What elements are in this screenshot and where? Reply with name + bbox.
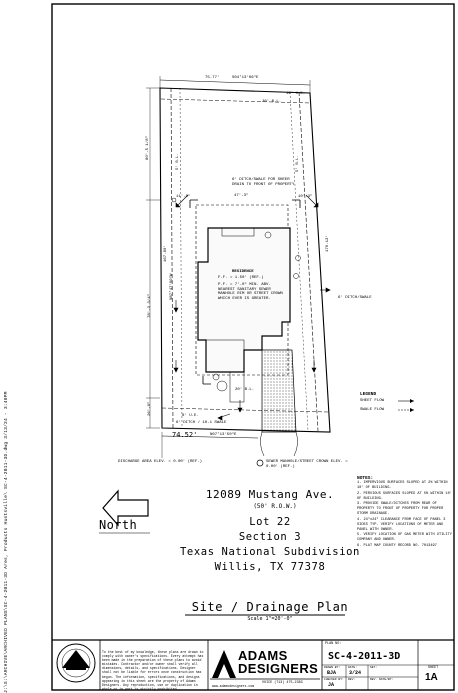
company-name: ADAMS DESIGNERS [238, 649, 318, 675]
label-discharge: DISCHARGE AREA ELEV. = 0.00' (REF.) [118, 460, 203, 464]
dim-width-house: 47'-3" [234, 194, 249, 198]
dim-left-depth: 167.80' [164, 245, 168, 262]
dim-bottom-width: 74.52' [172, 431, 198, 439]
company-line-2: DESIGNERS [238, 661, 319, 676]
legend-title: LEGEND [360, 392, 377, 397]
date-value: 3/24 [349, 670, 362, 676]
date-label: DATE: [348, 666, 358, 669]
company-seal-icon [56, 643, 96, 683]
plan-number: SC-4-2011-3D [328, 651, 401, 662]
property-boundary [159, 87, 331, 433]
set-label: SET: [370, 666, 378, 669]
page-title: Site / Drainage Plan [191, 600, 349, 614]
section-number: Section 3 [238, 531, 302, 543]
dim-right-setback: 10'-3" [298, 195, 313, 199]
rev-label: REV: [348, 678, 356, 681]
label-manhole: SEWER MANHOLE/STREET CROWN ELEV. = 0.00'… [266, 460, 348, 469]
adams-designers-logo-icon [210, 650, 320, 680]
notes-block: NOTES: 1. IMPERVIOUS SURFACES SLOPED AT … [357, 476, 452, 549]
dim-right-depth: 170.13' [326, 235, 330, 252]
right-of-way: (50' R.O.W.) [253, 503, 297, 510]
company-web: www.adamsdesigners.com [212, 684, 255, 688]
street-address: 12089 Mustang Ave. [205, 488, 335, 501]
rev-date-label: REV. DATE/BY: [370, 678, 394, 681]
label-ue-left: 8' U.E. [182, 414, 199, 418]
notes-title: NOTES: [357, 476, 374, 481]
label-ff: F.F. = 1.50' (REF.) [218, 276, 264, 280]
company-phone: VOICE (713) 475-2383 [262, 681, 303, 685]
sheet-label: SHEET [428, 666, 439, 670]
dim-mid-depth: 78'-3 3/4" [148, 293, 152, 318]
note-item: 5. VERIFY LOCATION OF GAS METER WITH UTI… [357, 533, 452, 543]
company-line-1: ADAMS [238, 648, 288, 663]
dim-left-setback: 11'-0" [176, 195, 191, 199]
drawn-by-value: BJA [327, 670, 337, 676]
note-item: 6. PLAT MAP COUNTY RECORD NO. 7013497 [357, 543, 437, 548]
plan-no-label: PLAN NO: [325, 642, 342, 646]
note-item: 4. 24"x24" CLEARANCE FROM FACE OF PANEL … [357, 517, 446, 533]
label-bl-right: 5' B.L. [296, 155, 300, 172]
checked-by-label: CHECKED BY: [324, 678, 344, 681]
dim-bottom-bearing: N07°13'50"E [210, 433, 237, 437]
label-front-bl: 20' B.L. [235, 388, 255, 392]
note-item: 1. IMPERVIOUS SURFACES SLOPED AT 2% WITH… [357, 481, 448, 491]
label-ue-right: 16' U.E. [286, 92, 306, 96]
drawing-scale: Scale 1"=20'-0" [247, 616, 293, 622]
dim-left-side: 80'-5 1/8" [146, 135, 150, 160]
label-residence: RESIDENCE [232, 270, 254, 274]
label-ditch-bottom: 6' DITCH / 10-1 SWALE [176, 421, 227, 425]
city-state-zip: Willis, TX 77378 [214, 561, 326, 573]
subdivision-name: Texas National Subdivision [180, 546, 360, 558]
legend-item-sheet-flow: SHEET FLOW [360, 399, 385, 403]
sheet-number: 1A [425, 672, 438, 683]
label-ditch-top: 6' DITCH/SWALE FOR SHEER DRAIN TO FRONT … [232, 178, 295, 187]
label-front-bl-top: 20' B.L. [262, 100, 282, 104]
lot-number: Lot 22 [249, 516, 291, 528]
legend-item-swale-flow: SWALE FLOW [360, 408, 385, 412]
note-item: 2. PERVIOUS SURFACES SLOPED AT 5% WITHIN… [357, 491, 452, 501]
dim-top-bearing: S04°13'06"E [232, 76, 259, 80]
checked-by-value: JA [328, 682, 335, 688]
disclaimer-text: To the best of my knowledge, these plans… [102, 650, 204, 691]
north-label: North [99, 518, 138, 532]
label-bl-left: 5' B.L. [176, 153, 180, 170]
label-ditch-right: 6' DITCH/SWALE [338, 296, 372, 300]
label-pf-note: P.F. = 7'-0" MIN. ABV. NEAREST SANITARY … [218, 283, 283, 301]
note-item: 3. PROVIDE SWALE/DITCHES FROM REAR OF PR… [357, 502, 444, 517]
north-arrow-icon [102, 489, 149, 527]
driveway [261, 349, 297, 433]
sheet-border [51, 3, 455, 691]
dim-top-overall: 75.77' [205, 76, 220, 80]
dim-left-bearing: N87°47'00"W [170, 273, 174, 300]
dim-bottom-left: 26'-0" [148, 401, 152, 416]
drawn-by-label: DRAWN BY: [324, 666, 341, 669]
